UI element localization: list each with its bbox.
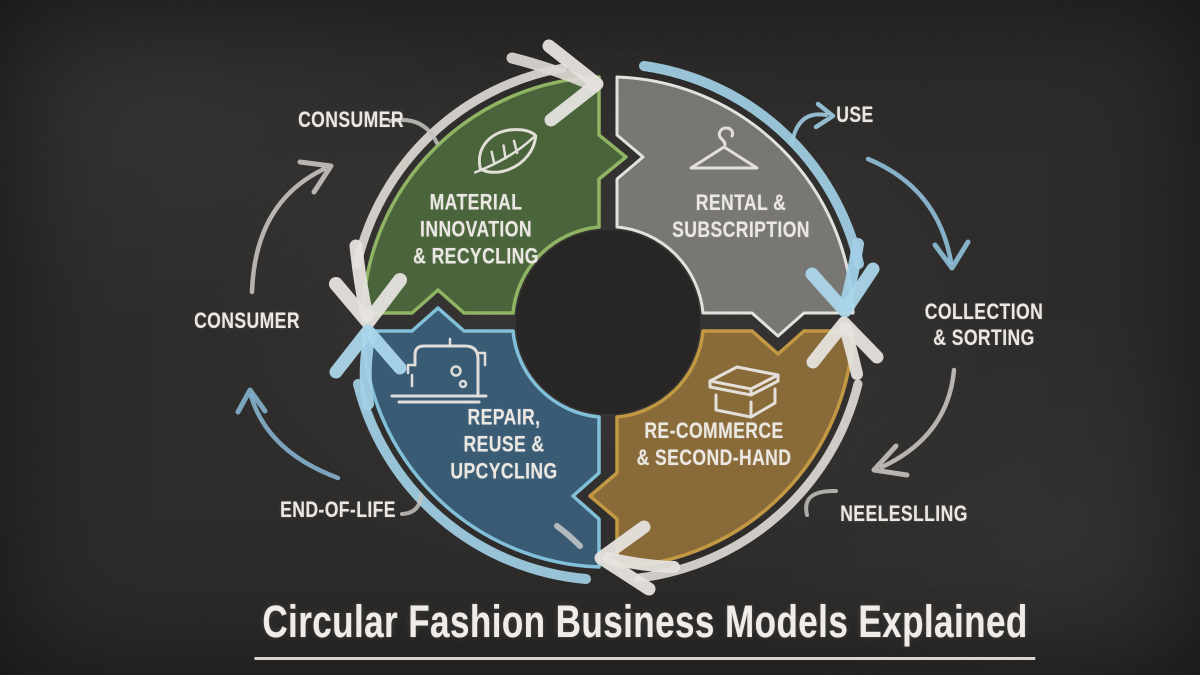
segment-label-line: REUSE & xyxy=(463,431,545,457)
swoosh-use-head-icon xyxy=(813,101,836,130)
sewing-machine-icon xyxy=(390,337,488,404)
swoosh-use xyxy=(790,112,828,145)
outer-label-line: COLLECTION xyxy=(924,299,1044,324)
outer-label-reselling: NEELESLLING xyxy=(840,501,968,526)
outer-label-collection-sorting: COLLECTION & SORTING xyxy=(925,299,1043,351)
segment-label-material-innovation: MATERIAL INNOVATION & RECYCLING xyxy=(413,189,539,270)
swoosh-consumer-top xyxy=(388,118,439,145)
segment-label-recommerce-secondhand: RE-COMMERCE & SECOND-HAND xyxy=(637,417,792,471)
blue-down-arrow-right-icon xyxy=(805,262,880,318)
ring-arc-blue-top-right xyxy=(639,61,864,269)
blue-up-arrow-stem-left xyxy=(359,332,375,410)
blue-up-arrow-left-icon xyxy=(329,324,407,379)
outer-label-use: USE xyxy=(836,102,874,127)
outer-arrow-consumer-top xyxy=(249,166,327,295)
outer-label-consumer-top: CONSUMER xyxy=(298,107,404,132)
segment-label-line: & SECOND-HAND xyxy=(636,445,792,470)
outer-label-consumer-left: CONSUMER xyxy=(194,308,300,333)
outer-arrow-reselling xyxy=(879,367,957,470)
segment-label-line: INNOVATION xyxy=(420,216,532,242)
swoosh-reselling xyxy=(804,488,838,517)
up-arrow-right-icon xyxy=(806,316,884,369)
swoosh-end-of-life xyxy=(400,493,423,516)
page-title: Circular Fashion Business Models Explain… xyxy=(254,596,1036,660)
center-hole xyxy=(516,230,700,414)
segment-label-repair-reuse-upcycling: REPAIR, REUSE & UPCYCLING xyxy=(450,404,557,485)
segment-label-line: MATERIAL xyxy=(429,189,523,215)
outer-label-end-of-life: END-OF-LIFE xyxy=(280,497,396,522)
segment-label-rental-subscription: RENTAL & SUBSCRIPTION xyxy=(672,189,810,243)
chalk-scuff-mark xyxy=(554,523,583,549)
leaf-icon xyxy=(473,128,538,174)
segment-label-line: RE-COMMERCE xyxy=(644,418,784,443)
hanger-icon xyxy=(689,126,759,170)
segment-label-line: REPAIR, xyxy=(467,404,541,430)
down-arrow-left-icon xyxy=(329,273,407,329)
segment-label-line: RENTAL & xyxy=(695,190,787,215)
ring-arc-white-bottom-right xyxy=(634,379,863,583)
clockwise-arrow-top-icon xyxy=(542,39,604,127)
outer-arrow-consumer-left-head-icon xyxy=(235,387,268,415)
left-arrow-bottom-icon xyxy=(594,520,656,596)
segment-label-line: SUBSCRIPTION xyxy=(672,217,810,242)
segment-label-line: UPCYCLING xyxy=(450,458,558,484)
outer-arrow-collection-head-icon xyxy=(932,239,971,271)
outer-label-line: & SORTING xyxy=(933,325,1035,350)
outer-arrow-collection xyxy=(865,156,954,265)
segment-label-line: & RECYCLING xyxy=(413,243,539,269)
outer-arrow-consumer-top-head-icon xyxy=(297,159,334,195)
outer-arrow-consumer-left xyxy=(248,393,341,481)
box-icon xyxy=(708,365,780,419)
outer-arrow-reselling-head-icon xyxy=(871,443,910,478)
ring-arc-blue-bottom-left xyxy=(353,379,591,584)
